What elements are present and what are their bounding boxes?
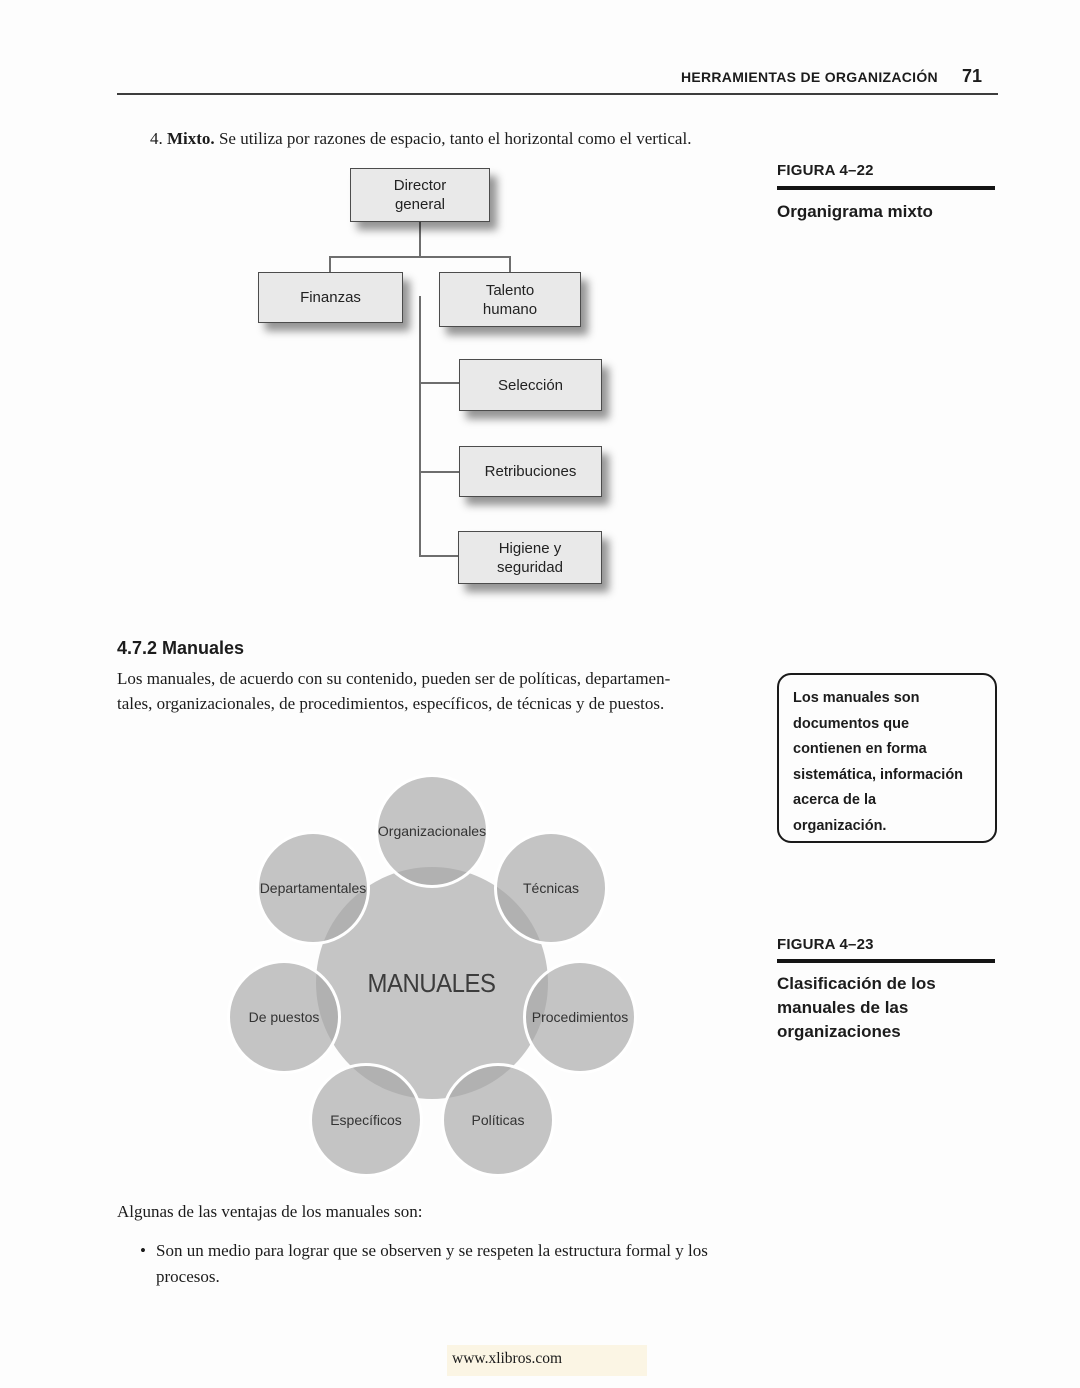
connector-line: [329, 256, 331, 273]
item-text: Se utiliza por razones de espacio, tanto…: [218, 129, 692, 148]
diagram-satellite-tecnicas: Técnicas: [494, 831, 608, 945]
ventajas-bullet-item: • Son un medio para lograr que se observ…: [140, 1238, 758, 1290]
orgchart-node-retribuciones: Retribuciones: [459, 446, 602, 497]
orgchart-node-seleccion: Selección: [459, 359, 602, 411]
running-head-rule: [117, 93, 998, 95]
intro-item-4-mixto: 4. Mixto. Se utiliza por razones de espa…: [150, 129, 691, 149]
connector-line: [419, 382, 460, 384]
orgchart-node-higiene-seguridad: Higiene y seguridad: [458, 531, 602, 584]
figure-23-caption: Clasificación de los manuales de las org…: [777, 974, 936, 1041]
margin-note-box: Los manuales son documentos que contiene…: [777, 673, 997, 843]
section-paragraph: Los manuales, de acuerdo con su contenid…: [117, 666, 670, 716]
figure-22-label: FIGURA 4–22: [777, 162, 874, 179]
figure-22-caption: Organigrama mixto: [777, 202, 933, 221]
running-head: HERRAMIENTAS DE ORGANIZACIÓN 71: [117, 66, 998, 87]
margin-note-line: Los manuales son: [793, 690, 920, 706]
diagram-satellite-procedimientos: Procedimientos: [523, 960, 637, 1074]
diagram-satellite-organizacionales: Organizacionales: [375, 774, 489, 888]
bullet-text: Son un medio para lograr que se observen…: [156, 1241, 708, 1286]
footer-url: www.xlibros.com: [452, 1350, 563, 1367]
item-number: 4.: [150, 129, 163, 148]
margin-note-line: documentos que: [793, 715, 910, 732]
margin-note-line: contienen en forma: [793, 741, 927, 757]
orgchart-node-talento-humano: Talento humano: [439, 272, 581, 327]
diagram-satellite-departamentales: Departamentales: [256, 831, 370, 945]
connector-line: [509, 256, 511, 273]
figure-23-rule: [777, 959, 995, 963]
section-heading-472: 4.7.2 Manuales: [117, 638, 245, 658]
ventajas-lead: Algunas de las ventajas de los manuales …: [117, 1202, 423, 1221]
margin-note-line: organización.: [793, 817, 887, 834]
item-term: Mixto.: [167, 129, 215, 148]
page-number: 71: [961, 66, 982, 86]
orgchart-node-director-general: Director general: [350, 168, 490, 222]
connector-line: [329, 256, 511, 258]
connector-line: [419, 471, 460, 473]
diagram-satellite-de-puestos: De puestos: [227, 960, 341, 1074]
running-head-title: HERRAMIENTAS DE ORGANIZACIÓN: [680, 69, 938, 85]
footer-highlight: [447, 1345, 647, 1376]
diagram-center-label: MANUALES: [368, 967, 496, 998]
figure-23-label: FIGURA 4–23: [777, 936, 874, 953]
bullet-glyph: •: [140, 1241, 146, 1260]
connector-line: [419, 296, 421, 557]
paragraph-line: Los manuales, de acuerdo con su contenid…: [117, 669, 671, 688]
connector-line: [419, 555, 460, 557]
orgchart-node-finanzas: Finanzas: [258, 272, 403, 323]
figure-22-rule: [777, 186, 995, 190]
diagram-satellite-politicas: Políticas: [441, 1063, 555, 1177]
margin-note-line: sistemática, información: [793, 766, 964, 783]
connector-line: [419, 222, 421, 257]
paragraph-line: tales, organizacionales, de procedimient…: [117, 694, 665, 713]
diagram-satellite-especificos: Específicos: [309, 1063, 423, 1177]
margin-note-line: acerca de la: [793, 792, 877, 808]
